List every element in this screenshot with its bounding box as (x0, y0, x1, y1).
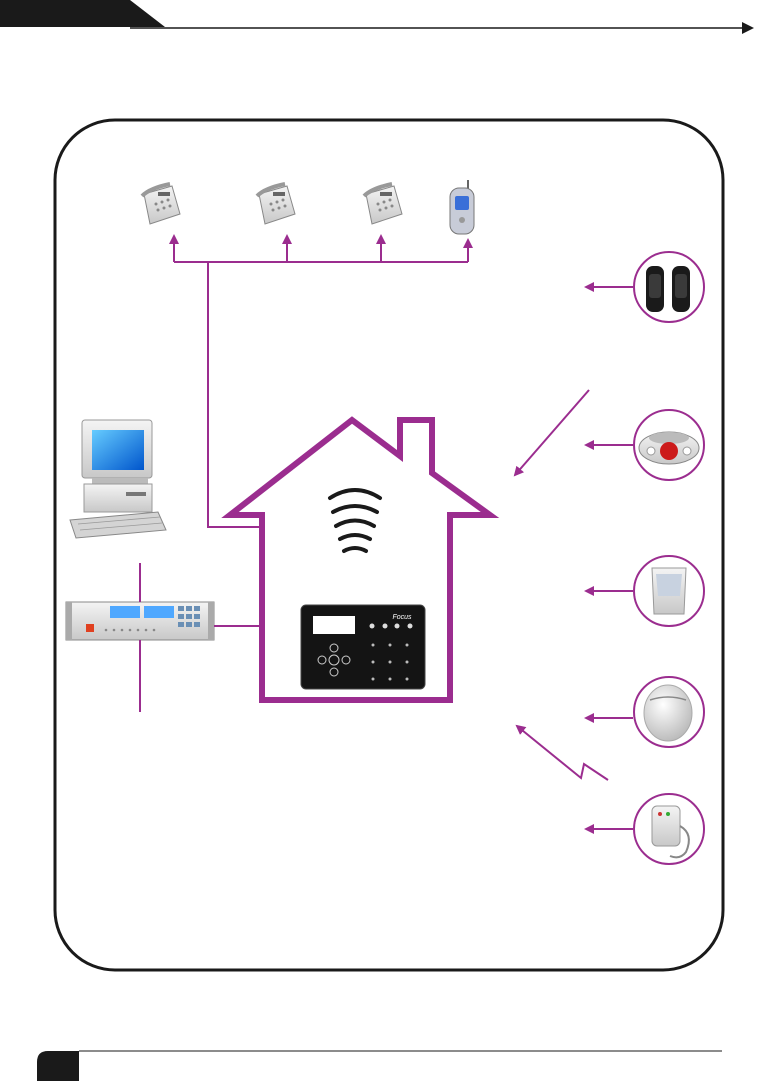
computer-icon (70, 420, 166, 538)
sensor-arrows (586, 287, 633, 829)
alarm-control-panel: Focus (301, 605, 425, 689)
panel-lcd-screen (313, 616, 355, 634)
desk-phone-icon (257, 184, 295, 224)
footer-tab (37, 1051, 79, 1081)
desk-phone-icon (364, 184, 402, 224)
beam-detector-icon (634, 252, 704, 322)
panel-brand: Focus (392, 614, 412, 621)
mobile-phone-icon (450, 180, 474, 234)
phone-line-connector (174, 236, 468, 527)
header-tab (0, 0, 165, 27)
wireless-signal-icon (330, 490, 380, 551)
wireless-link-arrow (515, 390, 608, 780)
diagram-frame (55, 120, 723, 970)
page-footer (37, 1051, 722, 1081)
desk-phone-icon (142, 184, 180, 224)
page-header (0, 0, 752, 28)
siren-strobe-icon (634, 410, 704, 480)
receiving-center-icon (66, 602, 214, 640)
pir-motion-detector-icon (634, 556, 704, 626)
smoke-detector-icon (634, 677, 704, 747)
gas-detector-icon (634, 794, 704, 864)
